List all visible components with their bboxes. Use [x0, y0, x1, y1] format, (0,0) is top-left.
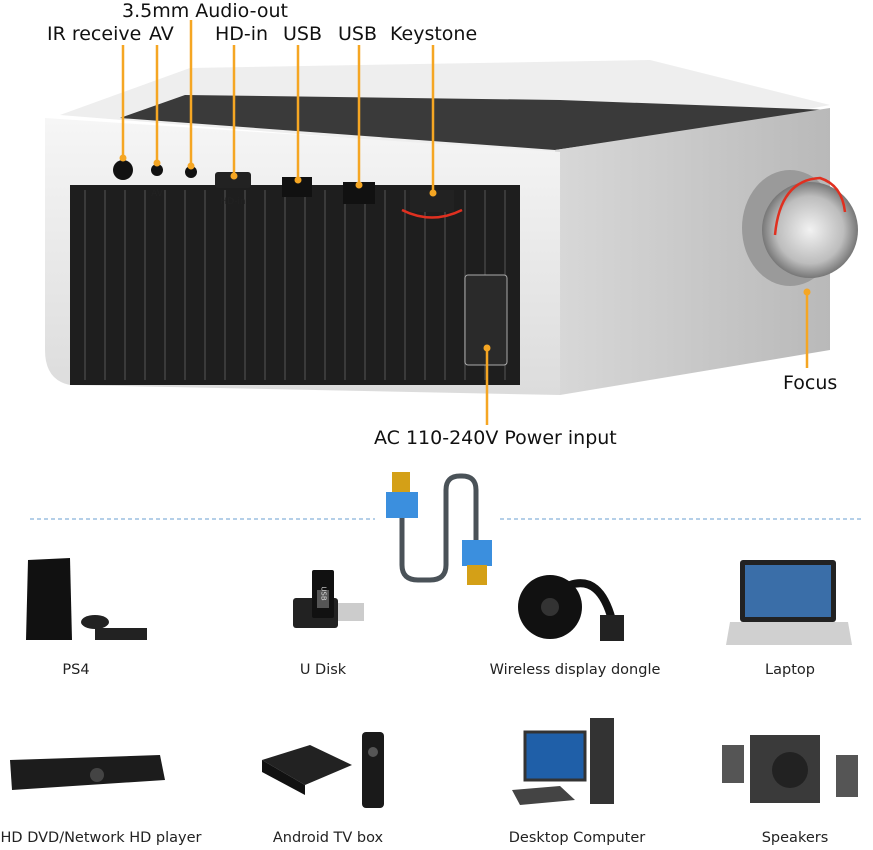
callout-focus: Focus: [783, 372, 838, 394]
port-marking-av: AV: [151, 189, 163, 199]
device-label-u-disk: U Disk: [299, 662, 347, 678]
speakers-image: [722, 735, 858, 803]
projector-side: [555, 108, 830, 395]
dongle-image: [518, 575, 624, 641]
device-label-ps4: PS4: [62, 662, 90, 678]
hdmi-cable-icon: [386, 472, 492, 585]
callout-keystone: Keystone: [390, 23, 478, 45]
laptop-image: [726, 560, 852, 645]
android-tv-box-image: [262, 732, 384, 808]
desktop-computer-image: [512, 718, 614, 805]
callout-audio-out: 3.5mm Audio-out: [122, 0, 288, 22]
device-label-laptop: Laptop: [765, 662, 815, 678]
ps4-image: [26, 558, 147, 640]
u-disk-image: [293, 570, 364, 628]
callout-usb-2: USB: [338, 23, 378, 45]
callout-power-input: AC 110-240V Power input: [374, 427, 617, 449]
device-label-desktop-computer: Desktop Computer: [508, 830, 646, 846]
device-label-speakers: Speakers: [761, 830, 829, 846]
device-label-dongle: Wireless display dongle: [489, 662, 661, 678]
callout-av: AV: [149, 23, 174, 45]
callout-usb-1: USB: [283, 23, 323, 45]
hdmi-port: [215, 172, 251, 188]
keystone-wheel: [410, 190, 454, 212]
ir-receiver: [113, 160, 133, 180]
audio-port: [185, 166, 197, 178]
usb-port-2: [343, 182, 375, 204]
device-label-dvd-player: HD DVD/Network HD player: [0, 830, 202, 846]
av-port: [151, 164, 163, 176]
keystone-arrow-icon: [401, 208, 463, 219]
device-label-android-tv-box: Android TV box: [272, 830, 384, 846]
dvd-player-image: [10, 755, 165, 790]
callout-hd-in: HD-in: [215, 23, 269, 45]
projector: [45, 60, 858, 395]
focus-knob: [762, 182, 858, 278]
focus-rotate-arrow-icon: [773, 176, 847, 236]
u-disk-marking: USB: [319, 586, 328, 601]
callout-lines: [121, 20, 809, 425]
callout-ir-receive: IR receive: [47, 23, 142, 45]
usb-port-1: [282, 177, 312, 197]
port-marking-hd-in: HD-in: [220, 197, 246, 207]
